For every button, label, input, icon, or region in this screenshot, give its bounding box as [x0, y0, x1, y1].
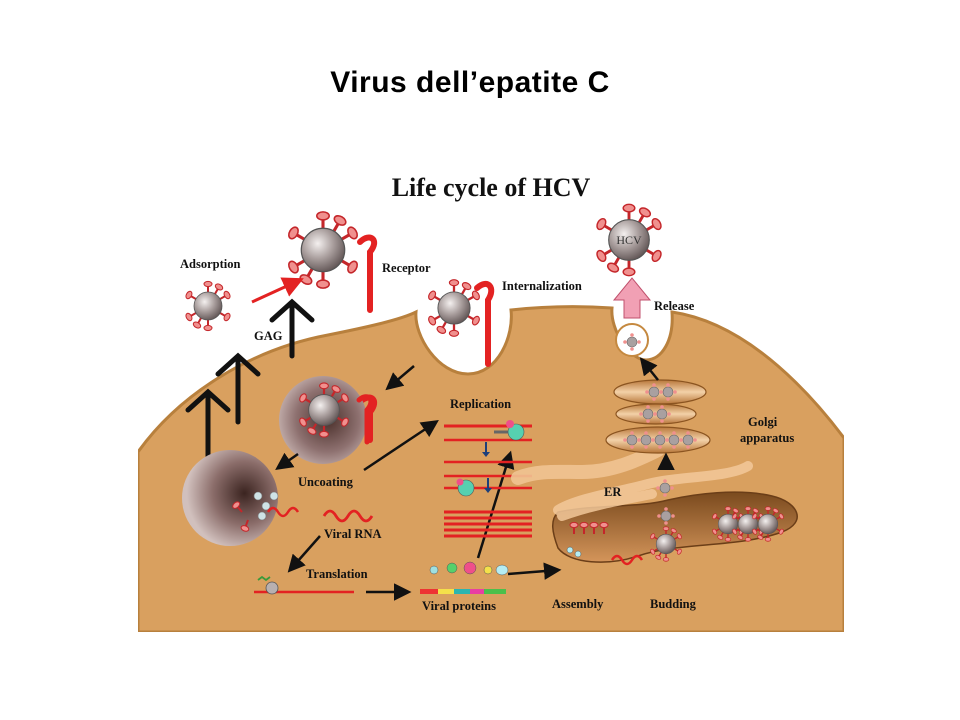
- gag-molecules: [185, 298, 315, 459]
- slide-title: Virus dell’epatite C: [330, 66, 610, 99]
- label-viral-rna: Viral RNA: [324, 527, 382, 541]
- viral-rna-strand: [322, 509, 374, 523]
- label-replication: Replication: [450, 397, 511, 411]
- arrow-to-assembly: [507, 562, 562, 580]
- label-golgi-line2: apparatus: [740, 431, 794, 445]
- label-uncoating: Uncoating: [298, 475, 354, 489]
- virion-adsorbing: [185, 281, 232, 330]
- arrow-to-endosome: [385, 365, 415, 391]
- label-golgi-line1: Golgi: [748, 415, 778, 429]
- adsorption-arrow: [251, 277, 304, 304]
- label-adsorption: Adsorption: [180, 257, 240, 271]
- assembly-rna-spikes: [566, 521, 644, 566]
- label-er: ER: [604, 485, 622, 499]
- label-internalization: Internalization: [502, 279, 582, 293]
- diagram-heading: Life cycle of HCV: [392, 173, 591, 202]
- arrow-to-replication: [363, 420, 439, 472]
- virion-receptor-bound: [287, 212, 359, 288]
- label-receptor: Receptor: [382, 261, 431, 275]
- uncoating-capsid-fragments: [230, 491, 300, 534]
- arrow-to-translation: [287, 535, 321, 573]
- endosome-receptor: [356, 394, 374, 445]
- release-arrow: [612, 277, 652, 319]
- label-assembly: Assembly: [552, 597, 604, 611]
- virion-internalizing: [427, 280, 481, 337]
- hcv-life-cycle-diagram: Life cycle of HCV HCV: [138, 173, 844, 632]
- uncoating-vesicle: [182, 450, 278, 546]
- virion-hcv-label: HCV: [616, 233, 642, 247]
- er-upper-cisterna: [553, 461, 753, 521]
- ribosome: [265, 581, 279, 595]
- label-release: Release: [654, 299, 695, 313]
- arrow-to-uncoating: [275, 452, 299, 471]
- golgi-apparatus: [605, 379, 711, 526]
- label-gag: GAG: [254, 329, 283, 343]
- er-tubule: [511, 443, 665, 485]
- label-translation: Translation: [306, 567, 368, 581]
- label-budding: Budding: [650, 597, 697, 611]
- arrow-proteins-to-replication: [476, 450, 515, 559]
- replication-complex: [444, 420, 532, 538]
- viral-proteins: [420, 561, 509, 594]
- label-viral-proteins: Viral proteins: [422, 599, 496, 613]
- arrow-golgi-to-release: [639, 357, 659, 381]
